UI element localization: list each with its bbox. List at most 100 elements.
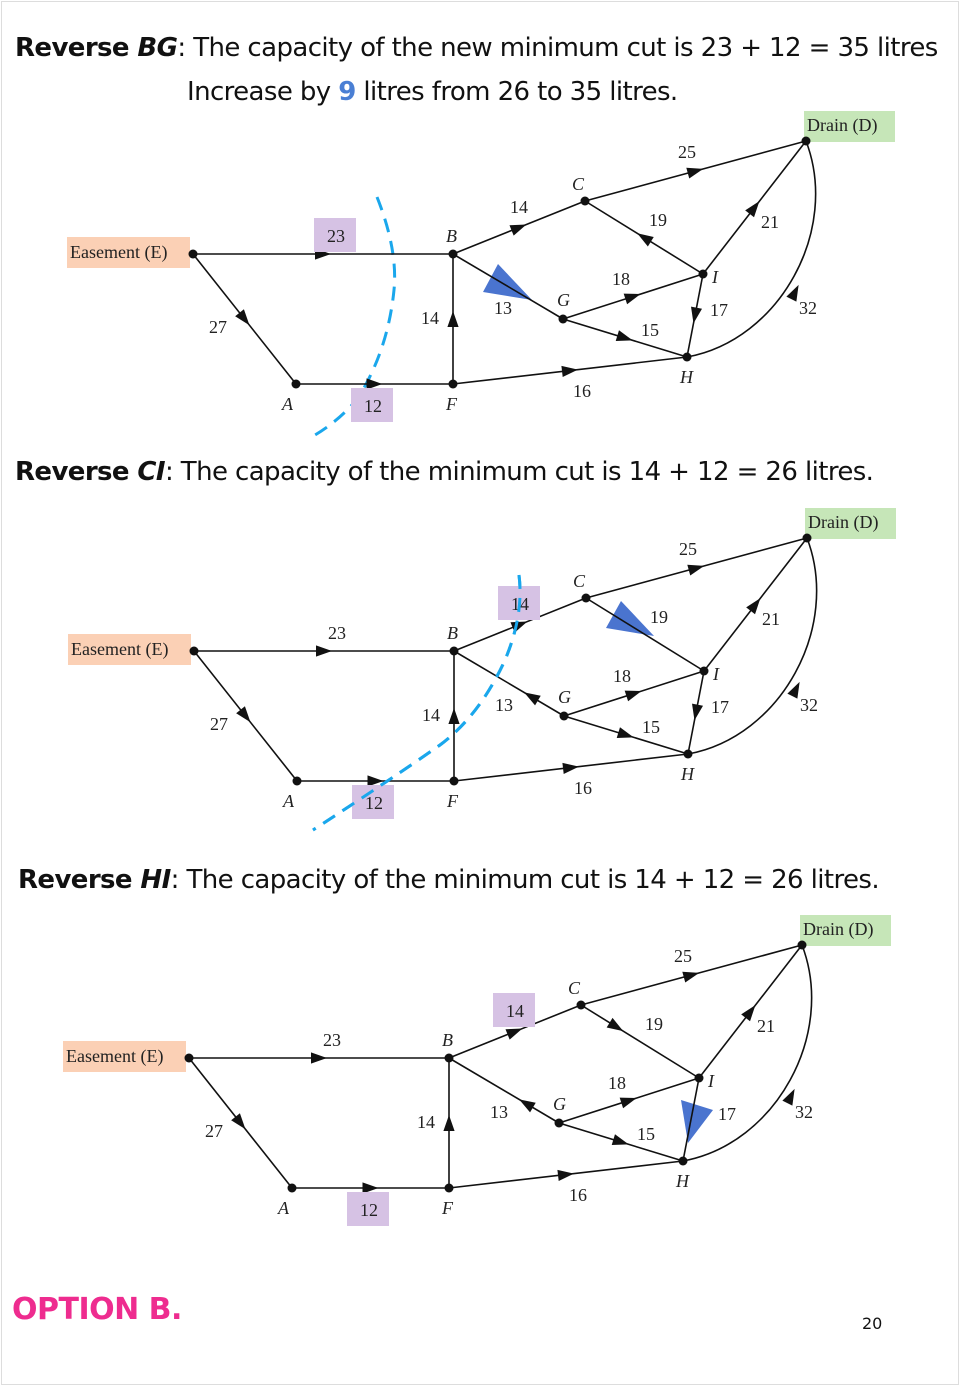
edge-capacity-CD: 25 bbox=[678, 142, 696, 162]
arrow-icon bbox=[611, 1134, 629, 1146]
source-label-box bbox=[68, 634, 191, 665]
edge-capacity-HD: 32 bbox=[799, 298, 817, 318]
network-diagram-2: Easement (E)Drain (D)2327121414132519181… bbox=[68, 508, 896, 832]
section-2-heading: Reverse CI: The capacity of the minimum … bbox=[15, 457, 874, 487]
edge-capacity-EA: 27 bbox=[205, 1121, 223, 1141]
arrow-icon bbox=[316, 645, 332, 657]
source-label-box bbox=[67, 237, 190, 268]
edge-capacity-ID: 21 bbox=[761, 212, 779, 232]
arrow-icon bbox=[362, 1182, 379, 1194]
cut-edge-highlight bbox=[493, 993, 535, 1027]
node-E bbox=[188, 249, 198, 259]
edge-capacity-BG: 13 bbox=[494, 298, 512, 318]
edge-capacity-GI: 18 bbox=[608, 1073, 626, 1093]
arrow-icon bbox=[231, 1113, 246, 1130]
node-label-A: A bbox=[277, 1198, 290, 1218]
reversed-edge-marker-icon bbox=[681, 1100, 713, 1143]
edge-capacity-GH: 15 bbox=[642, 717, 660, 737]
arrow-icon bbox=[235, 309, 250, 326]
arrow-icon bbox=[509, 224, 527, 236]
network-graph: Easement (E)Drain (D)2327121414132519181… bbox=[68, 508, 896, 819]
node-A bbox=[287, 1183, 297, 1193]
edge-capacity-CI: 19 bbox=[645, 1014, 663, 1034]
edge-capacity-FH: 16 bbox=[569, 1185, 587, 1205]
edge-capacity-CI: 19 bbox=[649, 210, 667, 230]
cut-edge-highlight bbox=[314, 218, 356, 252]
arrow-icon bbox=[519, 1099, 536, 1113]
node-C bbox=[580, 196, 590, 206]
node-F bbox=[444, 1183, 454, 1193]
arrow-icon bbox=[236, 706, 251, 723]
node-D bbox=[797, 940, 807, 950]
edge-capacity-ID: 21 bbox=[757, 1016, 775, 1036]
node-A bbox=[292, 776, 302, 786]
edge-capacity-EB: 23 bbox=[323, 1030, 341, 1050]
node-label-G: G bbox=[558, 687, 571, 707]
node-label-I: I bbox=[712, 664, 720, 684]
edge-capacity-CI: 19 bbox=[650, 607, 668, 627]
edge-capacity-EA: 27 bbox=[210, 714, 228, 734]
minimum-cut-line bbox=[314, 196, 397, 437]
node-label-B: B bbox=[447, 623, 458, 643]
source-label-box bbox=[63, 1041, 186, 1072]
edge-BG bbox=[453, 650, 565, 717]
edge-capacity-BG: 13 bbox=[495, 695, 513, 715]
edge-IH bbox=[682, 1077, 700, 1162]
node-I bbox=[694, 1073, 704, 1083]
node-label-A: A bbox=[281, 394, 294, 414]
arrow-icon bbox=[624, 690, 642, 702]
arrow-icon bbox=[367, 775, 384, 787]
node-E bbox=[184, 1053, 194, 1063]
source-label: Easement (E) bbox=[71, 639, 168, 660]
edge-capacity-GH: 15 bbox=[641, 320, 659, 340]
node-D bbox=[801, 136, 811, 146]
node-label-B: B bbox=[442, 1030, 453, 1050]
node-label-G: G bbox=[557, 290, 570, 310]
edge-capacity-ID: 21 bbox=[762, 609, 780, 629]
edge-HD bbox=[687, 537, 818, 755]
node-label-I: I bbox=[707, 1071, 715, 1091]
edge-capacity-IH: 17 bbox=[718, 1104, 736, 1124]
node-I bbox=[699, 666, 709, 676]
node-label-F: F bbox=[445, 394, 458, 414]
sink-label-box bbox=[805, 508, 896, 539]
arrow-icon bbox=[505, 1028, 523, 1040]
arrow-icon bbox=[746, 598, 761, 615]
edge-capacity-EB: 23 bbox=[327, 226, 345, 246]
sink-label: Drain (D) bbox=[807, 115, 877, 136]
answer-option: OPTION B. bbox=[12, 1292, 182, 1327]
edge-CI bbox=[580, 1004, 700, 1079]
source-label: Easement (E) bbox=[70, 242, 167, 263]
node-B bbox=[449, 646, 459, 656]
arrow-icon bbox=[637, 233, 654, 247]
node-label-I: I bbox=[711, 267, 719, 287]
node-H bbox=[678, 1156, 688, 1166]
node-F bbox=[448, 379, 458, 389]
edge-capacity-EB: 23 bbox=[328, 623, 346, 643]
cut-edge-highlight bbox=[347, 1192, 389, 1226]
edge-capacity-FH: 16 bbox=[573, 381, 591, 401]
section-1-subheading: Increase by 9 litres from 26 to 35 litre… bbox=[187, 77, 678, 107]
arrow-icon bbox=[311, 1052, 327, 1064]
edge-BG bbox=[452, 253, 564, 320]
edge-capacity-CD: 25 bbox=[674, 946, 692, 966]
node-H bbox=[683, 749, 693, 759]
edge-BG bbox=[448, 1057, 560, 1124]
arrow-icon bbox=[682, 971, 700, 983]
arrow-icon bbox=[557, 1169, 574, 1181]
node-A bbox=[291, 379, 301, 389]
page-number: 20 bbox=[862, 1314, 883, 1333]
edge-capacity-HD: 32 bbox=[800, 695, 818, 715]
edge-HD bbox=[686, 140, 817, 358]
node-C bbox=[576, 1000, 586, 1010]
arrow-icon bbox=[561, 365, 578, 377]
arrow-icon bbox=[741, 1005, 756, 1022]
node-G bbox=[559, 711, 569, 721]
node-G bbox=[554, 1118, 564, 1128]
node-label-A: A bbox=[282, 791, 295, 811]
arrow-icon bbox=[745, 201, 760, 218]
arrow-icon bbox=[787, 681, 800, 699]
sink-label: Drain (D) bbox=[803, 919, 873, 940]
arrow-icon bbox=[692, 703, 704, 721]
